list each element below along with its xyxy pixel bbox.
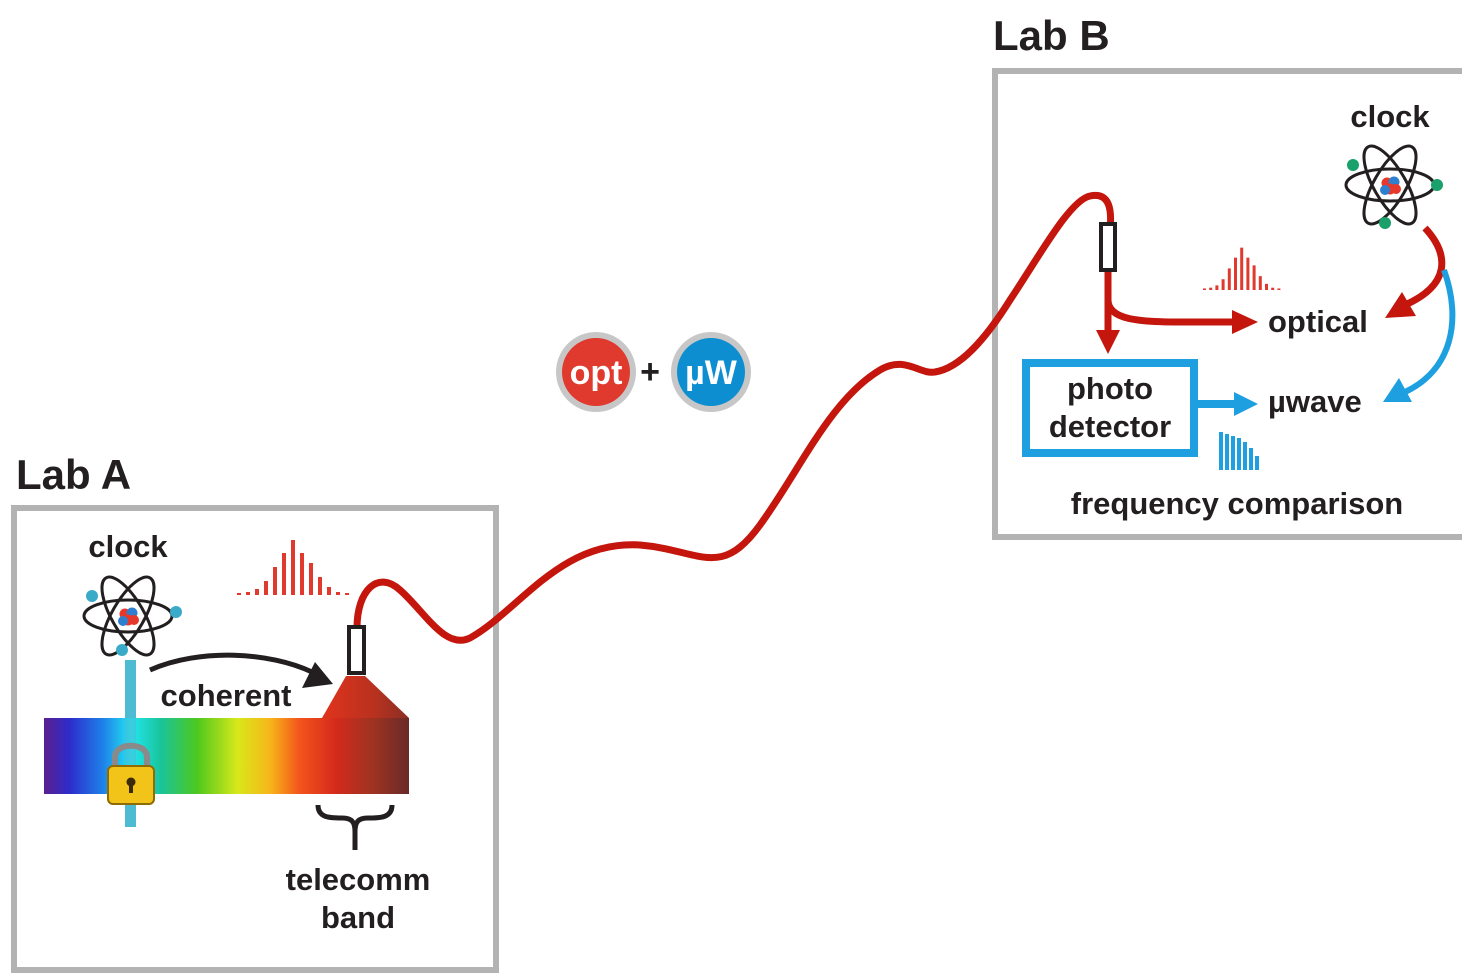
comb-line <box>1252 265 1256 290</box>
comb-line <box>1258 276 1262 290</box>
comb-line <box>1203 288 1206 290</box>
lab-b-fiber-coupler <box>1099 222 1117 272</box>
comb-line <box>336 592 340 595</box>
clock-optical-line <box>1403 225 1446 309</box>
comb-line <box>273 567 277 595</box>
clock-uwave-arrowhead <box>1383 378 1412 402</box>
comb-line <box>237 593 241 595</box>
clock-uwave-line <box>1403 268 1456 395</box>
lab-b-microwave-comb <box>1219 432 1259 470</box>
lab-a-title: Lab A <box>16 451 131 498</box>
clock-lock-marker <box>125 718 136 794</box>
comb-line <box>327 587 331 595</box>
comb-line <box>1227 268 1231 290</box>
comb-line <box>1265 283 1268 290</box>
detector-output-arrowhead <box>1234 392 1258 416</box>
comb-line <box>1246 257 1250 290</box>
comb-line <box>1225 434 1229 470</box>
coherent-arrowhead <box>302 662 333 688</box>
comb-line <box>1215 285 1219 290</box>
band-label: band <box>321 900 395 935</box>
comb-line <box>1243 442 1247 470</box>
optical-branch-arrowhead <box>1232 310 1258 334</box>
comb-line <box>318 577 322 595</box>
lab-b-title: Lab B <box>993 12 1110 59</box>
lab-b-optical-comb <box>1203 247 1281 290</box>
detector-feed-arrowhead <box>1096 330 1120 354</box>
opt-badge <box>562 338 630 406</box>
comb-line <box>255 589 259 595</box>
lab-a-fiber-coupler <box>347 625 366 675</box>
lab-b-box <box>992 68 1462 540</box>
uwave-label: µwave <box>1268 384 1362 419</box>
optical-branch-line <box>1104 272 1238 326</box>
padlock-icon <box>107 742 155 805</box>
optical-label: optical <box>1268 304 1368 339</box>
comb-line <box>1277 288 1281 290</box>
opt-badge-label: opt <box>570 354 623 392</box>
frequency-comparison-label: frequency comparison <box>1071 486 1403 521</box>
uw-badge <box>677 338 745 406</box>
comb-line <box>1240 247 1244 290</box>
comb-line <box>309 563 313 595</box>
comb-line <box>1231 436 1235 470</box>
comb-line <box>1234 257 1237 290</box>
comb-line <box>1249 448 1253 470</box>
comb-line <box>291 540 295 595</box>
plus-sign: + <box>640 353 660 391</box>
lab-a-clock-label: clock <box>88 529 168 564</box>
lab-a-box <box>11 505 499 973</box>
comb-line <box>1255 456 1259 470</box>
telecomm-label: telecomm <box>286 862 431 897</box>
comb-line <box>1237 438 1241 470</box>
lab-b-clock-label: clock <box>1350 99 1430 134</box>
coherent-transfer-arrow <box>148 652 314 675</box>
clock-optical-arrowhead <box>1385 292 1416 318</box>
comb-line <box>1209 287 1213 290</box>
atom-icon <box>82 568 182 664</box>
comb-line <box>282 553 286 595</box>
comb-line <box>246 592 250 595</box>
comb-line <box>1219 432 1223 470</box>
comb-line <box>300 553 304 595</box>
telecomm-band-cone <box>322 676 409 718</box>
uw-badge-label: µW <box>685 354 738 392</box>
coherent-label: coherent <box>161 678 292 713</box>
optical-spectrum-bar <box>44 718 409 794</box>
detector-label: detector <box>1049 409 1171 444</box>
photo-label: photo <box>1067 371 1153 406</box>
comb-line <box>345 593 349 595</box>
comb-line <box>1271 287 1275 290</box>
comb-line <box>264 581 268 595</box>
lab-a-optical-comb <box>237 540 349 595</box>
optical-fiber-link <box>353 192 1115 644</box>
photo-detector-box <box>1022 359 1198 457</box>
comb-line <box>1221 279 1225 290</box>
atom-icon <box>1344 137 1443 233</box>
